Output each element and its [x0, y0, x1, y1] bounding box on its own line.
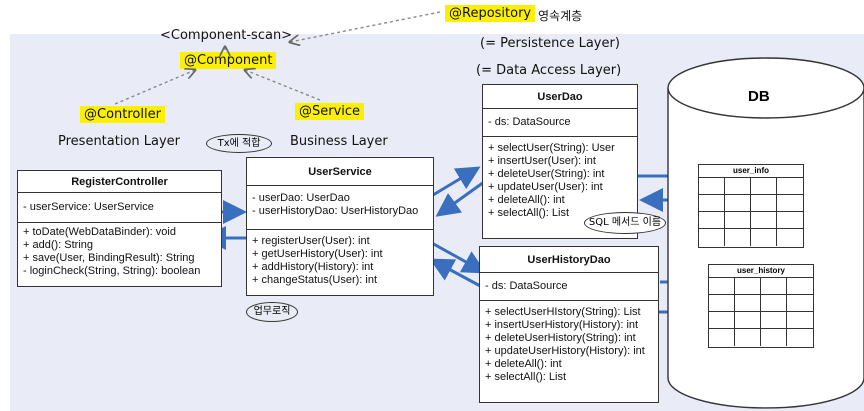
user-history-dao-class: UserHistoryDao - ds: DataSource + select… [479, 246, 659, 403]
tx-note: Tx에 적합 [206, 134, 272, 153]
user-service-class: UserService - userDao: UserDao - userHis… [246, 157, 434, 296]
method: + updateUserHistory(History): int [485, 345, 645, 357]
user-dao-class: UserDao - ds: DataSource + selectUser(St… [482, 84, 638, 239]
field: - userDao: UserDao [252, 192, 350, 204]
fields-section: - userDao: UserDao - userHistoryDao: Use… [247, 186, 433, 230]
method: + deleteUserHistory(String): int [485, 332, 636, 344]
component-scan-label: <Component-scan> [160, 28, 293, 43]
service-to-component-arrow [245, 70, 321, 101]
method: - loginCheck(String, String): boolean [23, 265, 201, 277]
controller-annotation: @Controller [80, 106, 165, 123]
register-controller-class: RegisterController - userService: UserSe… [17, 170, 222, 287]
class-name: UserDao [483, 85, 637, 109]
method: + selectAll(): List [485, 371, 566, 383]
business-layer-label: Business Layer [290, 134, 388, 149]
service-annotation: @Service [295, 103, 365, 120]
historydao-to-service-arrow [429, 258, 485, 290]
table-name: user_history [709, 265, 813, 278]
class-name: RegisterController [18, 171, 221, 193]
sql-method-note: SQL 메서드 이름 [584, 212, 666, 234]
method: + selectUserHIstory(String): List [485, 306, 641, 318]
method: + deleteAll(): int [485, 358, 562, 370]
controller-to-component-arrow [114, 70, 195, 105]
business-logic-note: 업무로직 [246, 302, 298, 322]
data-access-layer-label: (= Data Access Layer) [476, 63, 622, 78]
method: + changeStatus(User): int [252, 274, 378, 286]
methods-section: + selectUser(String): User + insertUser(… [483, 137, 637, 223]
method: + add(): String [23, 239, 94, 251]
field: - ds: DataSource [485, 280, 568, 292]
component-annotation: @Component [180, 52, 277, 69]
method: + deleteAll(): int [488, 194, 565, 206]
class-name: UserService [247, 158, 433, 186]
methods-section: + registerUser(User): int + getUserHisto… [247, 230, 433, 290]
method: + selectAll(): List [488, 207, 569, 219]
field: - ds: DataSource [488, 116, 571, 128]
user-info-table: user_info [698, 164, 804, 248]
table-name: user_info [699, 165, 803, 178]
table-grid [699, 178, 803, 246]
method: + selectUser(String): User [488, 142, 615, 154]
repository-note: 영속계층 [538, 9, 583, 23]
repository-annotation: @Repository [445, 5, 536, 22]
fields-section: - ds: DataSource [483, 109, 637, 137]
method: + registerUser(User): int [252, 235, 370, 247]
method: + toDate(WebDataBinder): void [23, 226, 176, 238]
method: + updateUser(User): int [488, 181, 603, 193]
method: + save(User, BindingResult): String [23, 252, 195, 264]
fields-section: - ds: DataSource [480, 273, 658, 301]
method: + insertUserHistory(History): int [485, 319, 639, 331]
method: + addHistory(History): int [252, 261, 374, 273]
field: - userService: UserService [23, 201, 154, 213]
method: + getUserHistory(User): int [252, 248, 383, 260]
class-name: UserHistoryDao [480, 247, 658, 273]
repository-to-component-arrow [290, 11, 441, 42]
fields-section: - userService: UserService [18, 193, 221, 223]
service-to-historydao-arrow [429, 240, 487, 274]
methods-section: + toDate(WebDataBinder): void + add(): S… [18, 223, 221, 281]
methods-section: + selectUserHIstory(String): List + inse… [480, 301, 658, 387]
persistence-layer-label: (= Persistence Layer) [480, 36, 620, 51]
field: - userHistoryDao: UserHistoryDao [252, 205, 419, 217]
service-to-userdao-arrow [427, 166, 481, 200]
presentation-layer-label: Presentation Layer [58, 134, 181, 149]
user-history-table: user_history [708, 264, 814, 348]
method: + deleteUser(String): int [488, 168, 605, 180]
method: + insertUser(User): int [488, 155, 596, 167]
userdao-to-service-arrow [435, 180, 485, 217]
table-grid [709, 278, 813, 346]
database-label: DB [748, 88, 770, 105]
